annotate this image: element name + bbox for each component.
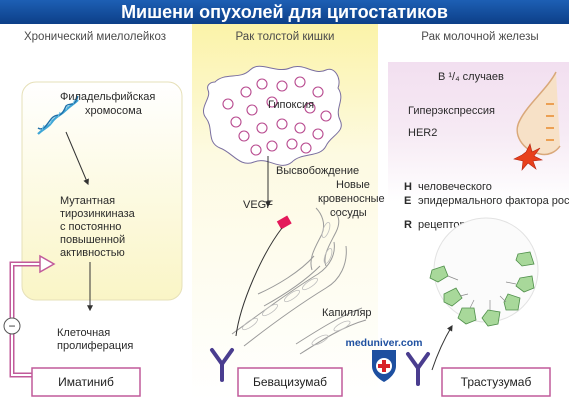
drug-label-trastuzumab: Трастузумаб [461, 375, 532, 389]
vegf-binding-line [235, 227, 283, 337]
column-cml: Хронический миелолейкоз Филадельфийская … [3, 31, 183, 397]
vegf-marker [276, 215, 292, 230]
watermark-logo-icon [372, 350, 396, 382]
proliferation-label-2: пролиферация [57, 340, 133, 352]
drug-box-trastuzumab [441, 367, 551, 397]
header-cml: Хронический миелолейкоз [24, 31, 166, 43]
column-colon: Рак толстой кишки Гипоксия Высвобождение… [192, 24, 385, 400]
capillary-label: Капилляр [322, 307, 372, 319]
diagram-canvas: Хронический миелолейкоз Филадельфийская … [3, 24, 569, 400]
receptor-stems [447, 275, 517, 310]
inhibit-symbol: − [8, 319, 15, 333]
overexpression-label: Гиперэкспрессия [408, 105, 495, 117]
her2-label: HER2 [408, 127, 437, 139]
her2-legend-text-e: эпидермального фактора роста [418, 195, 569, 207]
her2-legend-letter-r: R [404, 219, 412, 231]
inhibit-symbol-circle [3, 317, 21, 335]
fraction-label: В ¹/₄ случаев [438, 71, 504, 83]
bevacizumab-antibody-icon [210, 348, 234, 382]
dna-helix-icon [37, 95, 79, 135]
drug-box-bevacizumab [237, 367, 343, 397]
kinase-label-4: повышенной [60, 234, 125, 246]
kinase-label-2: тирозинкиназа [60, 208, 136, 220]
header-breast: Рак молочной железы [421, 31, 538, 43]
tumor-cell-circle [433, 217, 539, 323]
new-vessels-label-1: Новые [336, 179, 370, 191]
philadelphia-chromosome-label-1: Филадельфийская [60, 91, 155, 103]
tumor-star-icon [513, 143, 544, 171]
capillary-vessel [231, 207, 367, 355]
column-breast: Рак молочной железы В ¹/₄ случаев Гиперэ… [388, 31, 569, 397]
header-colon: Рак толстой кишки [236, 31, 335, 43]
proliferation-label-1: Клеточная [57, 327, 110, 339]
kinase-label-5: активностью [60, 247, 125, 259]
philadelphia-chromosome-label-2: хромосома [85, 105, 143, 117]
diagram-title: Мишени опухолей для цитостатиков [121, 2, 448, 22]
her2-legend-letter-h: H [404, 181, 412, 193]
kinase-label-3: с постоянно [60, 221, 121, 233]
hypoxia-label: Гипоксия [268, 99, 314, 111]
arrow-chromosome-to-kinase [65, 131, 89, 186]
watermark: meduniver.com [345, 337, 423, 382]
kinase-label-1: Мутантная [60, 195, 115, 207]
new-vessels-label-2: кровеносные [318, 193, 385, 205]
watermark-text: meduniver.com [345, 337, 422, 349]
drug-box-imatinib [31, 367, 141, 397]
arrow-antibody-to-receptor [431, 324, 453, 371]
capillary-cells [242, 222, 351, 346]
hypoxia-cell-cluster [222, 76, 332, 156]
inhibition-arrow-icon [39, 254, 56, 274]
breast-silhouette [516, 71, 561, 156]
drug-label-bevacizumab: Бевацизумаб [253, 375, 327, 389]
trastuzumab-antibody-icon [406, 352, 430, 386]
vegf-label: VEGF [243, 199, 273, 211]
tumor-cell-blob [203, 65, 342, 166]
her2-legend-text-r: рецептор [418, 219, 466, 231]
her2-legend-letter-e: E [404, 195, 411, 207]
release-label: Высвобождение [276, 165, 359, 177]
new-vessels-label-3: сосуды [330, 207, 367, 219]
drug-label-imatinib: Иматиниб [58, 375, 114, 389]
title-bar [0, 0, 569, 24]
her2-receptors [429, 251, 535, 327]
cml-cell-panel [21, 81, 183, 301]
radiating-lines [546, 103, 554, 141]
her2-legend-text-h: человеческого [418, 181, 492, 193]
